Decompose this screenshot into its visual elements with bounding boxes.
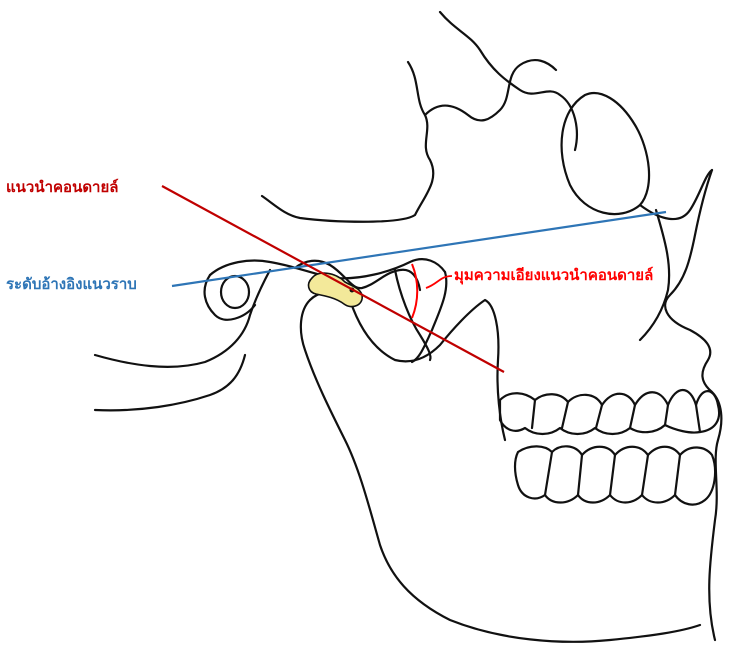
- lower-teeth-divisions: [545, 452, 680, 495]
- sphenoid-outline: [262, 62, 433, 222]
- ear-canal: [221, 276, 249, 308]
- facial-profile: [665, 170, 721, 640]
- orbit-rim: [640, 170, 712, 219]
- reference-plane-label: ระดับอ้างอิงแนวราบ: [6, 275, 137, 293]
- occipital-lower: [95, 355, 245, 410]
- inner-cranial-outline: [425, 60, 556, 120]
- upper-teeth-divisions: [532, 400, 700, 432]
- guidance-angle-label: มุมความเอียงแนวนำคอนดายล์: [454, 266, 653, 284]
- condylar-guide-label: แนวนำคอนดายล์: [6, 178, 118, 196]
- angle-leader-line: [426, 276, 452, 288]
- ramus-outline: [301, 300, 700, 642]
- guidance-angle-arc: [412, 264, 417, 318]
- coronoid-notch: [350, 300, 505, 440]
- cranial-base-outline: [440, 12, 577, 150]
- orbit-outline: [562, 93, 649, 214]
